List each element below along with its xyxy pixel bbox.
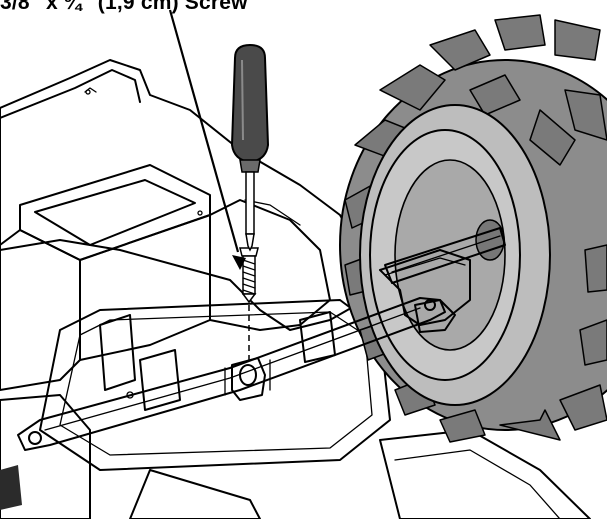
tie-rod <box>17 297 446 451</box>
arrow-icon <box>168 9 246 270</box>
screw-icon <box>239 247 259 365</box>
screwdriver-icon <box>230 43 270 252</box>
vehicle-body <box>0 59 591 519</box>
tire-tread <box>344 14 607 443</box>
steering-bracket <box>379 249 471 333</box>
callout-label: 3/8" x ¾" (1,9 cm) Screw <box>0 0 248 14</box>
wheel <box>339 14 607 443</box>
axle <box>384 227 506 284</box>
